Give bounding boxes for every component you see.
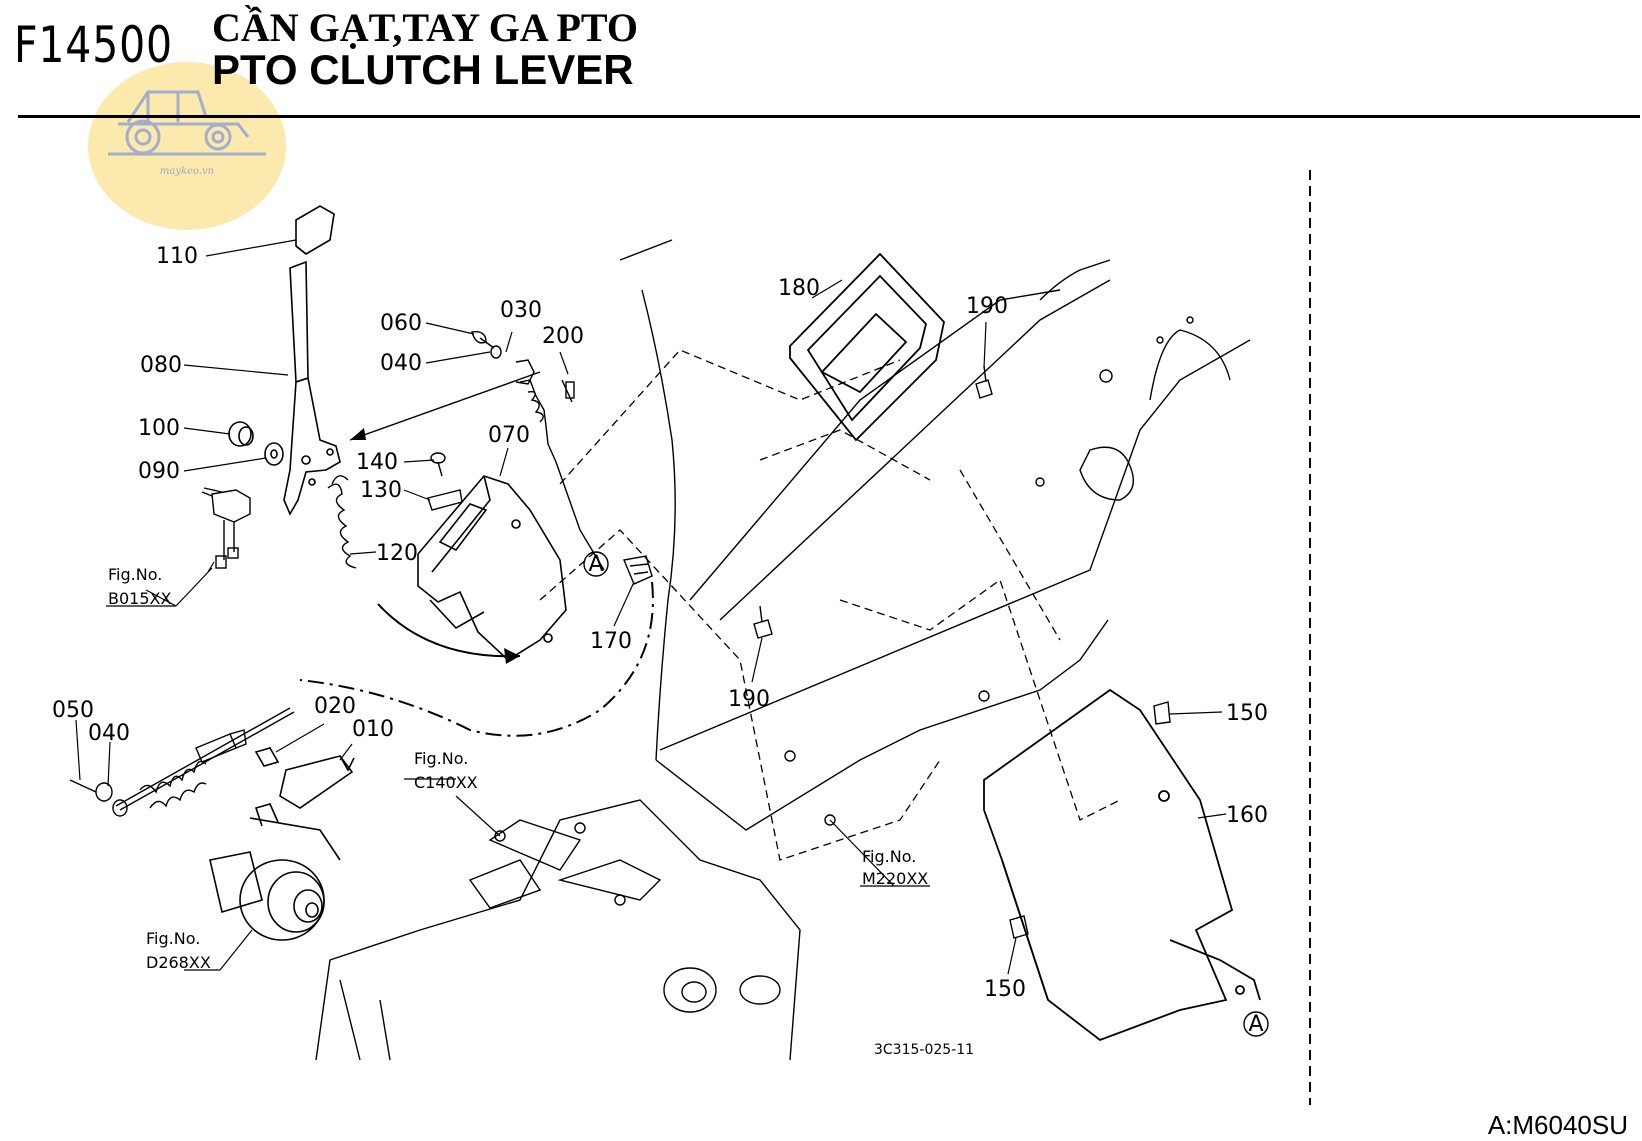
part-label-100: 100 [138, 416, 180, 441]
cable-lower [69, 707, 295, 817]
fig-ref-m220-label: Fig.No. [862, 847, 916, 866]
header-rule [18, 115, 1640, 118]
watermark-logo: maykeo.vn [88, 62, 286, 230]
part-label-190-upper: 190 [966, 294, 1008, 319]
fig-ref-d268-value: D268XX [146, 953, 211, 972]
washer-040a [490, 345, 502, 359]
part-label-140: 140 [356, 450, 398, 475]
part-label-080: 080 [140, 353, 182, 378]
part-label-170: 170 [590, 629, 632, 654]
part-label-040-lower: 040 [88, 721, 130, 746]
fig-ref-b015-label: Fig.No. [108, 565, 162, 584]
page-code: F14500 [14, 16, 173, 74]
svg-text:A: A [588, 552, 603, 577]
logo-text: maykeo.vn [159, 166, 215, 177]
bracket-010 [279, 755, 355, 809]
tractor-icon [108, 90, 266, 156]
part-label-090: 090 [138, 459, 180, 484]
bolt-190a [975, 365, 993, 399]
nut-020 [254, 747, 280, 767]
fig-ref-d268-label: Fig.No. [146, 929, 200, 948]
pto-lever [283, 205, 341, 516]
part-label-200: 200 [542, 324, 584, 349]
arrowhead [350, 428, 366, 440]
arrowhead [504, 648, 520, 664]
part-label-020: 020 [314, 694, 356, 719]
part-label-130: 130 [360, 478, 402, 503]
part-label-050: 050 [52, 698, 94, 723]
dashed-floor-outline [539, 349, 1121, 861]
leader-arrow [349, 371, 541, 441]
part-label-060: 060 [380, 311, 422, 336]
model-code: A:M6040SU [1487, 1110, 1628, 1140]
part-label-150-upper: 150 [1226, 701, 1268, 726]
fig-ref-b015-value: B015XX [108, 589, 171, 608]
part-label-160: 160 [1226, 803, 1268, 828]
part-label-120: 120 [376, 541, 418, 566]
cable-curve [377, 603, 521, 658]
washer-090 [264, 442, 284, 466]
pto-valve [209, 803, 341, 941]
bolt-190b [753, 605, 773, 639]
fig-ref-c140-value: C140XX [414, 773, 478, 792]
cable-end-030 [515, 359, 605, 571]
nut-100 [228, 421, 254, 447]
switch-assembly [201, 487, 251, 569]
marker-a2: A [1243, 1011, 1269, 1037]
cover-160 [983, 688, 1261, 1042]
title-vietnamese: CẦN GẠT,TAY GA PTO [212, 5, 638, 50]
leader-lines [75, 239, 1227, 975]
part-label-180: 180 [778, 276, 820, 301]
part-label-030: 030 [500, 298, 542, 323]
part-label-150-lower: 150 [984, 977, 1026, 1002]
transmission-housing [315, 799, 801, 1061]
part-label-040-upper: 040 [380, 351, 422, 376]
cable-route [299, 581, 654, 737]
part-label-190-lower: 190 [728, 687, 770, 712]
svg-text:A: A [1248, 1012, 1263, 1037]
pin-060 [471, 331, 495, 349]
part-label-110: 110 [156, 244, 198, 269]
fender-panel [619, 239, 1251, 831]
plate-130 [427, 489, 463, 511]
bolt-150a [1153, 701, 1171, 725]
clip-170 [623, 555, 653, 585]
spring-120 [327, 475, 357, 569]
part-label-070: 070 [488, 423, 530, 448]
drawing-reference: 3C315-025-11 [874, 1042, 974, 1058]
bracket-070 [417, 475, 567, 662]
part-label-010: 010 [352, 717, 394, 742]
bolt-150b [1009, 915, 1029, 939]
cover-180 [789, 252, 945, 442]
bolt-140 [430, 452, 446, 477]
title-english: PTO CLUTCH LEVER [212, 46, 634, 93]
fig-ref-m220-value: M220XX [862, 869, 928, 888]
marker-a1: A [583, 551, 609, 577]
fig-ref-c140-label: Fig.No. [414, 749, 468, 768]
